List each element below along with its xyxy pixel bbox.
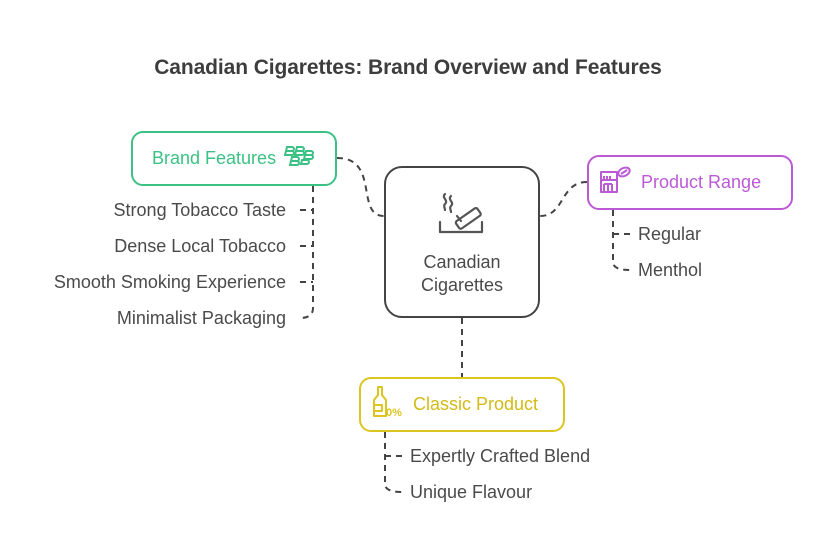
shop-shelf-pill-icon bbox=[599, 166, 631, 199]
leaf-strong-tobacco-taste: Strong Tobacco Taste bbox=[113, 200, 286, 220]
spine-product-range bbox=[612, 210, 631, 271]
ashtray-cigarette-icon bbox=[437, 190, 487, 241]
bottle-zero-percent-icon: 0% bbox=[371, 385, 407, 424]
center-label-line2: Cigarettes bbox=[420, 275, 504, 295]
connector-product-range bbox=[539, 181, 588, 217]
svg-text:0%: 0% bbox=[386, 407, 402, 419]
brand-features-node[interactable]: Brand Features bbox=[131, 131, 337, 186]
diagram-title: Canadian Cigarettes: Brand Overview and … bbox=[154, 56, 662, 79]
spine-brand-features bbox=[299, 186, 314, 319]
center-label-line1: Canadian bbox=[423, 252, 501, 272]
classic-product-label: Classic Product bbox=[413, 394, 539, 414]
leaf-smooth-smoking-experience: Smooth Smoking Experience bbox=[53, 272, 286, 292]
center-label: Canadian Cigarettes bbox=[421, 251, 503, 297]
leaf-menthol: Menthol bbox=[638, 260, 703, 280]
product-range-label: Product Range bbox=[641, 172, 762, 192]
leaf-dense-local-tobacco: Dense Local Tobacco bbox=[114, 236, 286, 256]
product-range-node[interactable]: Product Range bbox=[587, 155, 793, 210]
connector-brand-features bbox=[336, 157, 385, 217]
brand-features-label: Brand Features bbox=[152, 148, 277, 168]
leaf-minimalist-packaging: Minimalist Packaging bbox=[116, 308, 286, 328]
leaf-unique-flavour: Unique Flavour bbox=[410, 482, 533, 502]
spine-classic-product bbox=[384, 432, 403, 493]
leaf-regular: Regular bbox=[638, 224, 702, 244]
leaf-expertly-crafted-blend: Expertly Crafted Blend bbox=[410, 446, 591, 466]
center-node[interactable]: Canadian Cigarettes bbox=[384, 166, 540, 318]
classic-product-node[interactable]: 0% Classic Product bbox=[359, 377, 565, 432]
blackberry-logo-icon bbox=[283, 144, 316, 173]
